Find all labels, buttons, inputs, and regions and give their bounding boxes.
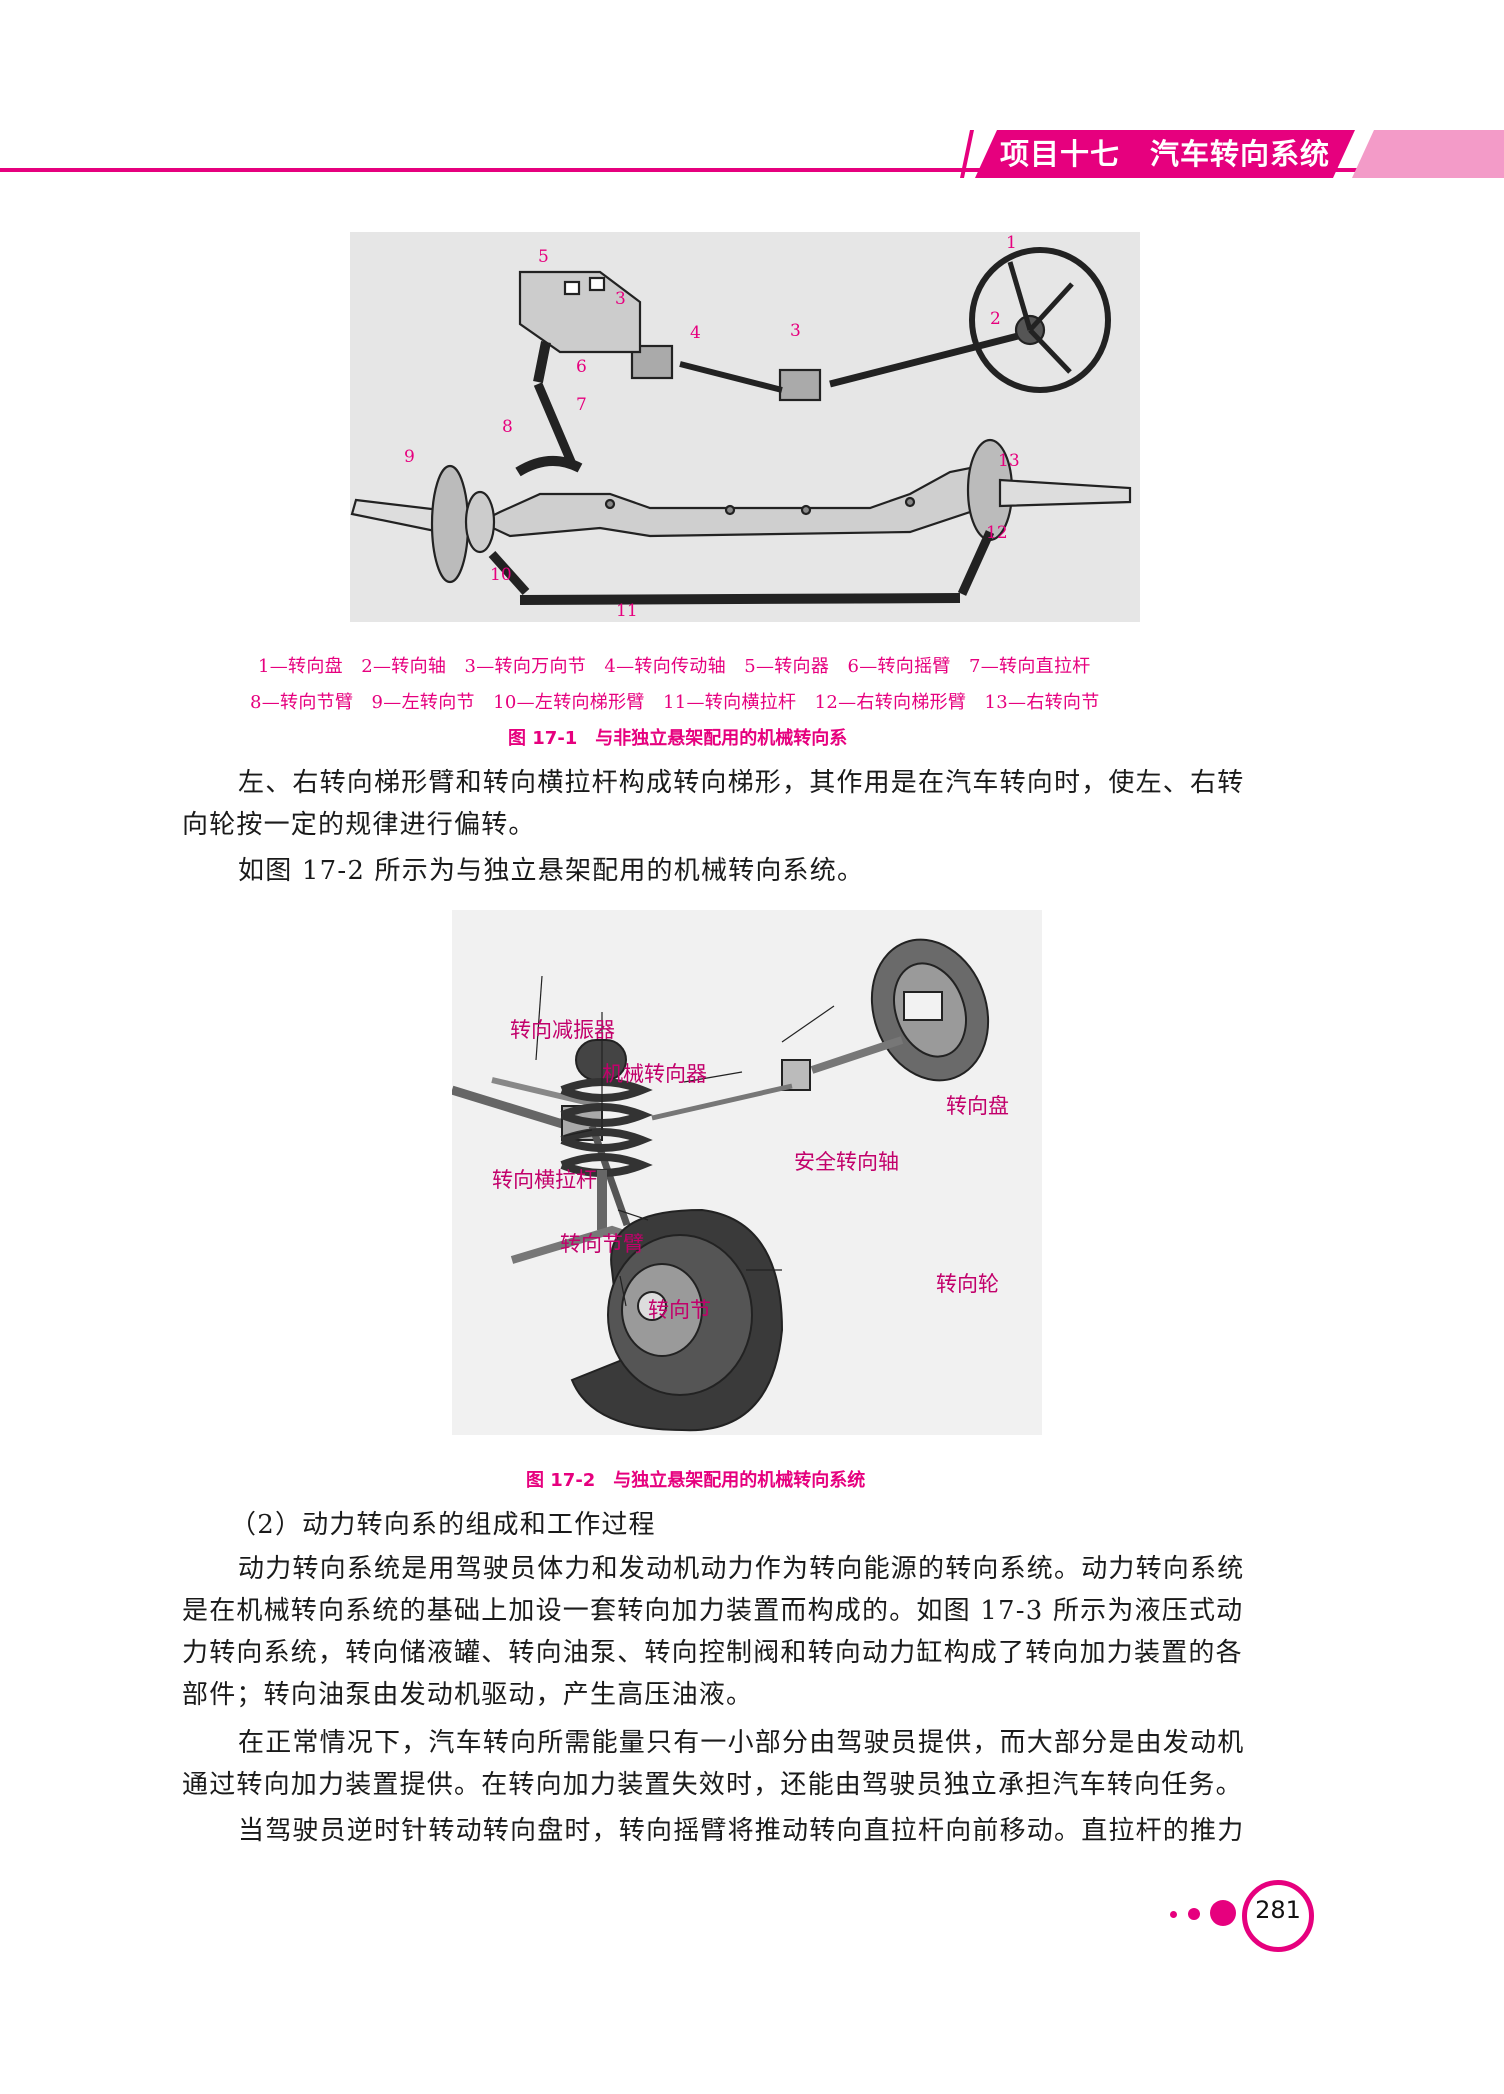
figure-17-1: 1 2 3 3 4 5 6 7 8 9 10 11 12 13 <box>350 232 1140 622</box>
label-knuckle-arm: 转向节臂 <box>560 1232 644 1256</box>
callout-4: 4 <box>690 323 701 343</box>
label-knuckle: 转向节 <box>648 1298 711 1322</box>
callout-8: 8 <box>502 417 513 437</box>
label-mechanical-gear: 机械转向器 <box>602 1062 707 1086</box>
label-safety-shaft: 安全转向轴 <box>794 1150 899 1174</box>
paragraph-1-line-1: 左、右转向梯形臂和转向横拉杆构成转向梯形，其作用是在汽车转向时，使左、右转 <box>238 768 1245 798</box>
paragraph-5: 当驾驶员逆时针转动转向盘时，转向摇臂将推动转向直拉杆向前移动。直拉杆的推力 <box>238 1816 1245 1846</box>
callout-3b: 3 <box>615 289 626 309</box>
paragraph-4-line-1: 在正常情况下，汽车转向所需能量只有一小部分由驾驶员提供，而大部分是由发动机 <box>238 1728 1245 1758</box>
paragraph-3-line-3: 力转向系统，转向储液罐、转向油泵、转向控制阀和转向动力缸构成了转向加力装置的各 <box>182 1638 1243 1668</box>
figure-17-2-caption: 图 17-2 与独立悬架配用的机械转向系统 <box>526 1470 866 1491</box>
paragraph-3-line-4: 部件；转向油泵由发动机驱动，产生高压油液。 <box>182 1680 754 1710</box>
callout-9: 9 <box>404 447 415 467</box>
callout-10: 10 <box>490 565 512 585</box>
callout-12: 12 <box>986 523 1008 543</box>
mechanical-steering-diagram: 1 2 3 3 4 5 6 7 8 9 10 11 12 13 <box>350 233 1132 621</box>
paragraph-4-line-2: 通过转向加力装置提供。在转向加力装置失效时，还能由驾驶员独立承担汽车转向任务。 <box>182 1770 1243 1800</box>
figure-17-1-legend-line1: 1—转向盘 2—转向轴 3—转向万向节 4—转向传动轴 5—转向器 6—转向摇臂… <box>258 656 1091 677</box>
header-tab <box>975 130 1355 178</box>
header-rule <box>0 168 1504 172</box>
figure-17-1-caption: 图 17-1 与非独立悬架配用的机械转向系 <box>508 728 848 749</box>
callout-13: 13 <box>998 451 1020 471</box>
figure-17-2: 转向减振器 机械转向器 转向盘 安全转向轴 转向横拉杆 转向节臂 转向轮 转向节 <box>450 910 1042 1435</box>
page-number: 281 <box>1255 1896 1301 1924</box>
label-steering-damper: 转向减振器 <box>510 1018 615 1042</box>
page-dot-medium <box>1188 1908 1200 1920</box>
label-road-wheel: 转向轮 <box>936 1272 999 1296</box>
figure-17-1-legend-line2: 8—转向节臂 9—左转向节 10—左转向梯形臂 11—转向横拉杆 12—右转向梯… <box>250 692 1100 713</box>
paragraph-3-line-2: 是在机械转向系统的基础上加设一套转向加力装置而构成的。如图 17-3 所示为液压… <box>182 1596 1244 1626</box>
callout-3a: 3 <box>790 321 801 341</box>
paragraph-1-line-2: 向轮按一定的规律进行偏转。 <box>182 810 536 840</box>
callout-6: 6 <box>576 357 587 377</box>
page-dot-large <box>1210 1900 1236 1926</box>
section-heading: （2）动力转向系的组成和工作过程 <box>230 1510 656 1540</box>
callout-5: 5 <box>538 247 549 267</box>
callout-2: 2 <box>990 309 1001 329</box>
chapter-title: 项目十七 汽车转向系统 <box>1000 137 1331 171</box>
independent-suspension-steering-diagram <box>450 938 990 1432</box>
header-tab-tail <box>1352 130 1504 178</box>
page-dot-small <box>1170 1911 1177 1918</box>
callout-1: 1 <box>1006 233 1017 253</box>
label-tie-rod: 转向横拉杆 <box>492 1168 597 1192</box>
label-steering-wheel: 转向盘 <box>946 1094 1009 1118</box>
steering-wheel-rim <box>969 247 1111 393</box>
page-number-circle <box>1242 1880 1314 1952</box>
paragraph-2: 如图 17-2 所示为与独立悬架配用的机械转向系统。 <box>238 856 865 886</box>
callout-7: 7 <box>576 395 587 415</box>
callout-11: 11 <box>616 601 638 621</box>
paragraph-3-line-1: 动力转向系统是用驾驶员体力和发动机动力作为转向能源的转向系统。动力转向系统 <box>238 1554 1245 1584</box>
